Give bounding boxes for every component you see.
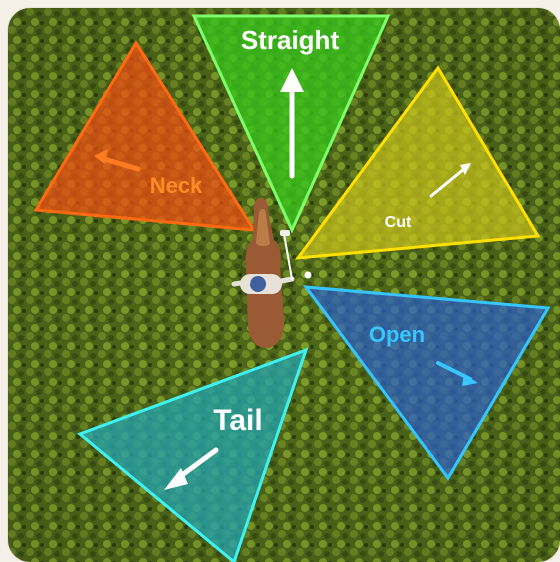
sector-label-open: Open <box>369 322 425 347</box>
polo-shot-direction-diagram: Straight Cut Open Tail Neck <box>8 8 560 562</box>
sector-label-straight: Straight <box>241 25 340 55</box>
sector-label-cut: Cut <box>385 214 412 231</box>
ball-icon <box>305 272 312 279</box>
diagram-frame: Straight Cut Open Tail Neck <box>8 8 560 562</box>
sector-label-neck: Neck <box>150 173 203 198</box>
sector-label-tail: Tail <box>213 404 262 437</box>
